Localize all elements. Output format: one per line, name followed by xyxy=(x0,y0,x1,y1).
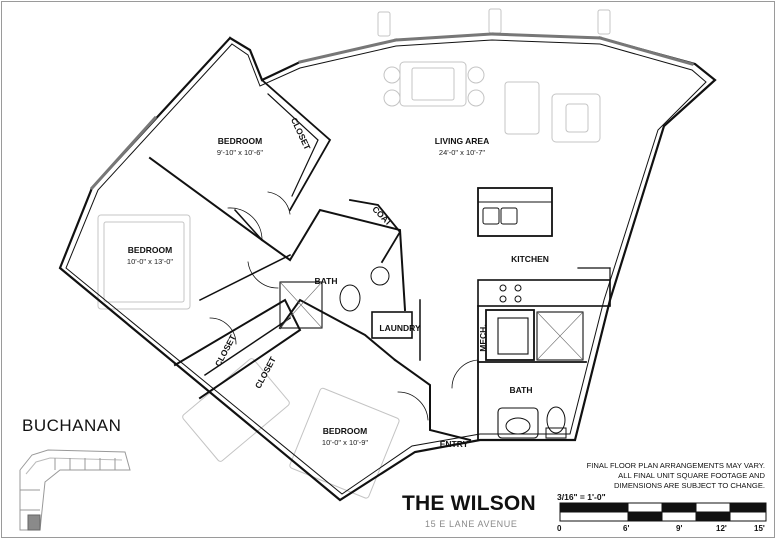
scale-bar xyxy=(559,502,767,522)
bedroom-2-dims: 10'-0" x 13'-0" xyxy=(127,257,173,266)
disclaimer-line: FINAL FLOOR PLAN ARRANGEMENTS MAY VARY. xyxy=(586,461,765,470)
key-plan xyxy=(19,449,131,531)
key-plan-unit-highlight xyxy=(27,514,41,531)
scale-tick: 0 xyxy=(557,524,562,533)
scale-tick: 15' xyxy=(754,524,765,533)
entry-label: ENTRY xyxy=(440,439,469,449)
bedroom-3-label: BEDROOM xyxy=(323,426,367,436)
walls xyxy=(58,32,717,502)
living-area-label: LIVING AREA xyxy=(435,136,489,146)
closet-2-label: CLOSET xyxy=(213,332,238,368)
bedroom-1-label: BEDROOM xyxy=(218,136,262,146)
disclaimer-line: ALL FINAL UNIT SQUARE FOOTAGE AND xyxy=(618,471,765,480)
disclaimer-line: DIMENSIONS ARE SUBJECT TO CHANGE. xyxy=(613,481,765,490)
bath-2-label: BATH xyxy=(510,385,533,395)
disclaimer: FINAL FLOOR PLAN ARRANGEMENTS MAY VARY. … xyxy=(545,461,765,491)
plan-name: BUCHANAN xyxy=(22,416,122,435)
bedroom-3-dims: 10'-0" x 10'-9" xyxy=(322,438,368,447)
scale-tick: 6' xyxy=(623,524,630,533)
bedroom-2-label: BEDROOM xyxy=(128,245,172,255)
bath-1-label: BATH xyxy=(315,276,338,286)
brand-name: THE WILSON xyxy=(402,492,536,515)
brand-address: 15 E LANE AVENUE xyxy=(425,519,518,529)
kitchen-label: KITCHEN xyxy=(511,254,549,264)
scale-tick: 9' xyxy=(676,524,683,533)
bedroom-1-dims: 9'-10" x 10'-6" xyxy=(217,148,263,157)
furniture xyxy=(97,8,611,499)
scale-tick: 12' xyxy=(716,524,727,533)
living-area-dims: 24'-0" x 10'-7" xyxy=(439,148,485,157)
mech-label: MECH. xyxy=(478,324,488,351)
scale-title: 3/16" = 1'-0" xyxy=(557,492,606,502)
laundry-label: LAUNDRY xyxy=(379,323,421,333)
